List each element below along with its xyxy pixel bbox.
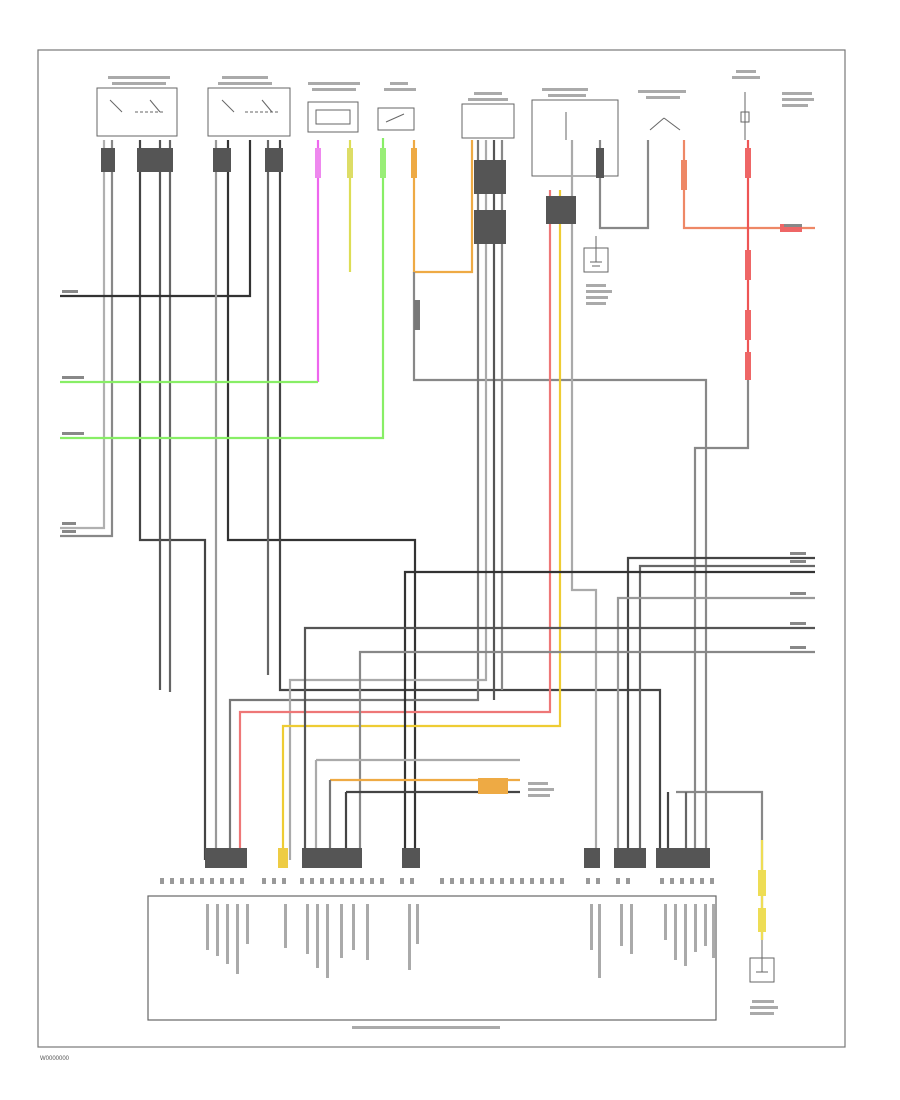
- wire-dark-4: [226, 140, 417, 860]
- comfort-electronic-control-unit: [147, 878, 717, 1029]
- connector-marks: [101, 148, 802, 932]
- wire-out-4: [616, 596, 815, 860]
- wire-orange: [412, 140, 474, 274]
- wire-harness: [60, 138, 815, 940]
- component-driver-door-lock-switch: [207, 87, 291, 137]
- wire-out-3: [403, 570, 815, 860]
- component-labels: [108, 70, 814, 1015]
- wire-green-2: [60, 138, 385, 440]
- component-fuse-block: [740, 92, 750, 140]
- wire-black-top: [60, 140, 252, 298]
- wire-grey-trunk: [570, 140, 598, 860]
- wire-grey-ground: [598, 140, 650, 230]
- wire-red-trunk: [238, 190, 552, 860]
- wire-grey-fuse: [693, 380, 750, 860]
- wire-module-2: [288, 140, 488, 860]
- wire-out-1: [626, 556, 815, 860]
- wire-out-2: [638, 564, 815, 860]
- wire-yellow-trunk: [281, 190, 562, 860]
- wire-dark-6: [278, 140, 662, 860]
- component-key-switch: [377, 107, 415, 131]
- component-central-module: [461, 103, 515, 139]
- wire-end-labels: [62, 224, 806, 649]
- ground-symbol-lower: [749, 940, 775, 983]
- wire-out-6: [358, 650, 815, 860]
- wire-grey-2: [60, 140, 114, 538]
- wire-module-1: [228, 140, 480, 860]
- wire-out-5: [303, 626, 815, 860]
- wire-dark-1: [138, 140, 207, 860]
- component-trunk-lid-open-switch: [649, 117, 681, 131]
- wire-grey-1: [60, 140, 106, 530]
- ground-symbol-upper: [583, 236, 609, 273]
- diagram-code-label: W0000000: [40, 1056, 70, 1062]
- diagram-border: [37, 49, 846, 1048]
- component-passenger-door-lock-switch: [96, 87, 178, 137]
- component-trunk-lid-lock: [531, 99, 619, 177]
- component-sunroof-motor: [307, 101, 359, 133]
